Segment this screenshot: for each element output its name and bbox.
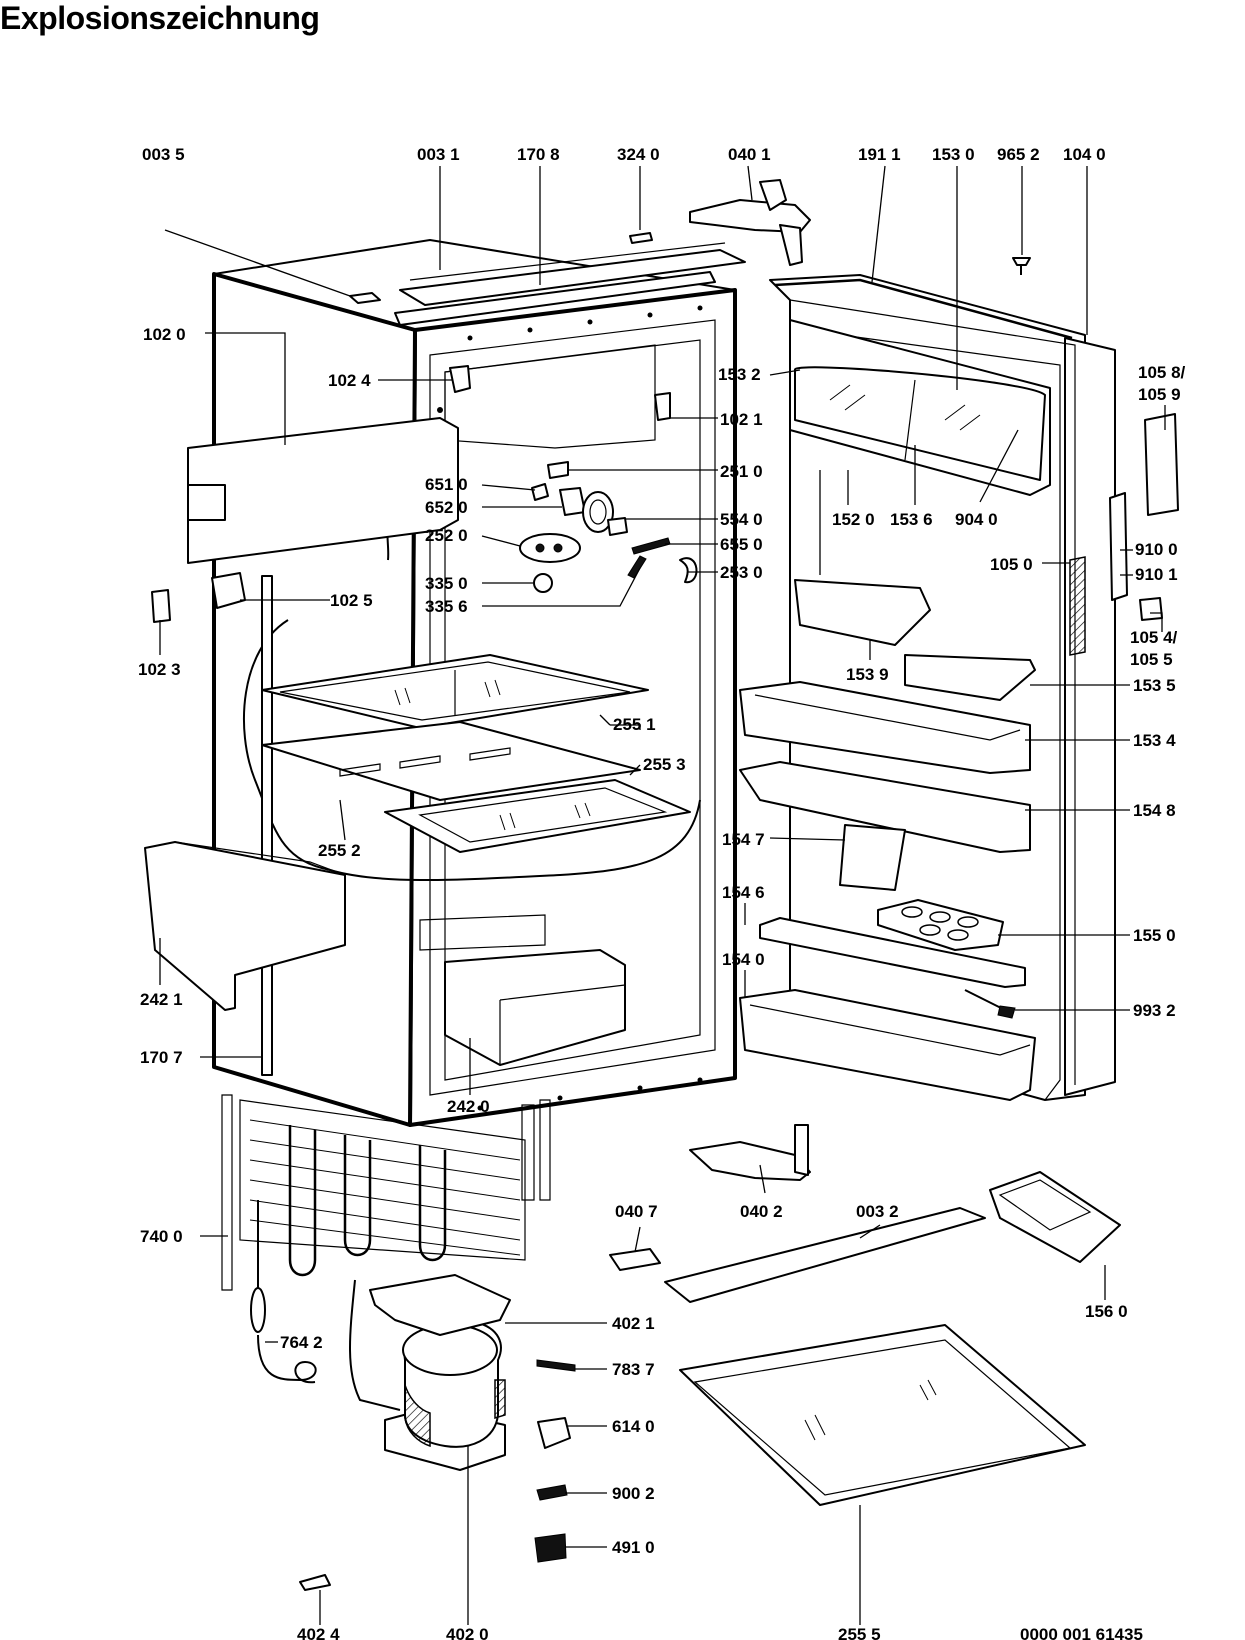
document-number: 0000 001 61435 xyxy=(1020,1625,1143,1640)
part-614-0 xyxy=(537,1417,571,1449)
part-label: 910 0 xyxy=(1135,540,1178,559)
shelf-255-1 xyxy=(261,654,649,729)
part-label: 764 2 xyxy=(280,1333,323,1352)
part-label: 614 0 xyxy=(612,1417,655,1436)
part-label: 191 1 xyxy=(858,145,901,164)
part-label: 993 2 xyxy=(1133,1001,1176,1020)
part-label: 104 0 xyxy=(1063,145,1106,164)
part-label: 040 7 xyxy=(615,1202,658,1221)
part-label: 324 0 xyxy=(617,145,660,164)
part-label: 402 4 xyxy=(297,1625,340,1640)
condenser-740-0 xyxy=(221,1094,551,1411)
part-label: 154 0 xyxy=(722,950,765,969)
part-label: 651 0 xyxy=(425,475,468,494)
part-label: 402 0 xyxy=(446,1625,489,1640)
part-label: 251 0 xyxy=(720,462,763,481)
glass-shelf-255-5 xyxy=(679,1324,1086,1506)
part-label: 105 8/ xyxy=(1138,363,1186,382)
part-labels: 003 5 003 1 170 8 324 0 040 1 191 1 153 … xyxy=(138,145,1186,1640)
part-label: 740 0 xyxy=(140,1227,183,1246)
compressor-402-0 xyxy=(384,1320,506,1471)
part-783-7 xyxy=(536,1359,576,1372)
part-label: 255 1 xyxy=(613,715,656,734)
part-label: 491 0 xyxy=(612,1538,655,1557)
part-label: 255 3 xyxy=(643,755,686,774)
part-label: 153 0 xyxy=(932,145,975,164)
part-label: 003 2 xyxy=(856,1202,899,1221)
part-label: 152 0 xyxy=(832,510,875,529)
part-label: 554 0 xyxy=(720,510,763,529)
drawer-242-1 xyxy=(144,841,346,1011)
part-label: 242 0 xyxy=(447,1097,490,1116)
part-label: 003 5 xyxy=(142,145,185,164)
part-label: 783 7 xyxy=(612,1360,655,1379)
part-label: 105 4/ xyxy=(1130,628,1178,647)
plinth-003-2 xyxy=(664,1207,986,1303)
part-label: 910 1 xyxy=(1135,565,1178,584)
hinge-bottom xyxy=(689,1124,811,1181)
ice-tray-156-0 xyxy=(989,1171,1121,1263)
shelf-255-3 xyxy=(261,721,641,801)
part-label: 253 0 xyxy=(720,563,763,582)
part-label: 170 7 xyxy=(140,1048,183,1067)
part-label: 335 6 xyxy=(425,597,468,616)
part-label: 105 5 xyxy=(1130,650,1173,669)
part-label: 252 0 xyxy=(425,526,468,545)
part-102-3 xyxy=(151,589,171,623)
part-label: 153 4 xyxy=(1133,731,1176,750)
part-label: 402 1 xyxy=(612,1314,655,1333)
part-label: 255 5 xyxy=(838,1625,881,1640)
part-label: 102 3 xyxy=(138,660,181,679)
shelf-255-2 xyxy=(384,779,691,853)
part-label: 154 7 xyxy=(722,830,765,849)
part-label: 105 0 xyxy=(990,555,1033,574)
mount-402-1 xyxy=(369,1274,511,1336)
part-label: 102 1 xyxy=(720,410,763,429)
part-label: 154 6 xyxy=(722,883,765,902)
top-cover-parts xyxy=(349,232,746,326)
part-label: 102 5 xyxy=(330,591,373,610)
drawer-242-0 xyxy=(419,914,626,1066)
part-label: 040 1 xyxy=(728,145,771,164)
part-label: 655 0 xyxy=(720,535,763,554)
part-label: 040 2 xyxy=(740,1202,783,1221)
part-040-7 xyxy=(609,1248,661,1271)
part-label: 335 0 xyxy=(425,574,468,593)
rear-cover-panel xyxy=(187,407,459,564)
part-900-2 xyxy=(536,1484,568,1501)
tube-170-7 xyxy=(261,575,273,1076)
thermostat-assembly xyxy=(519,461,698,593)
part-402-4 xyxy=(299,1574,331,1591)
part-label: 242 1 xyxy=(140,990,183,1009)
part-label: 153 6 xyxy=(890,510,933,529)
bracket-102-4 xyxy=(449,365,471,393)
part-label: 900 2 xyxy=(612,1484,655,1503)
part-label: 155 0 xyxy=(1133,926,1176,945)
part-label: 105 9 xyxy=(1138,385,1181,404)
part-label: 153 5 xyxy=(1133,676,1176,695)
door-hinge-side-parts xyxy=(1109,413,1179,621)
leader-lines xyxy=(159,165,1166,1625)
part-label: 255 2 xyxy=(318,841,361,860)
part-label: 652 0 xyxy=(425,498,468,517)
part-label: 904 0 xyxy=(955,510,998,529)
bracket-102-1 xyxy=(654,392,671,421)
part-label: 153 9 xyxy=(846,665,889,684)
door-assembly xyxy=(739,257,1116,1101)
part-label: 170 8 xyxy=(517,145,560,164)
part-label: 003 1 xyxy=(417,145,460,164)
part-label: 156 0 xyxy=(1085,1302,1128,1321)
hinge-top xyxy=(689,179,811,266)
part-label: 965 2 xyxy=(997,145,1040,164)
part-label: 102 4 xyxy=(328,371,371,390)
part-label: 154 8 xyxy=(1133,801,1176,820)
part-label: 102 0 xyxy=(143,325,186,344)
page-title: Explosionszeichnung xyxy=(0,0,320,36)
part-491-0 xyxy=(534,1533,567,1563)
part-label: 153 2 xyxy=(718,365,761,384)
